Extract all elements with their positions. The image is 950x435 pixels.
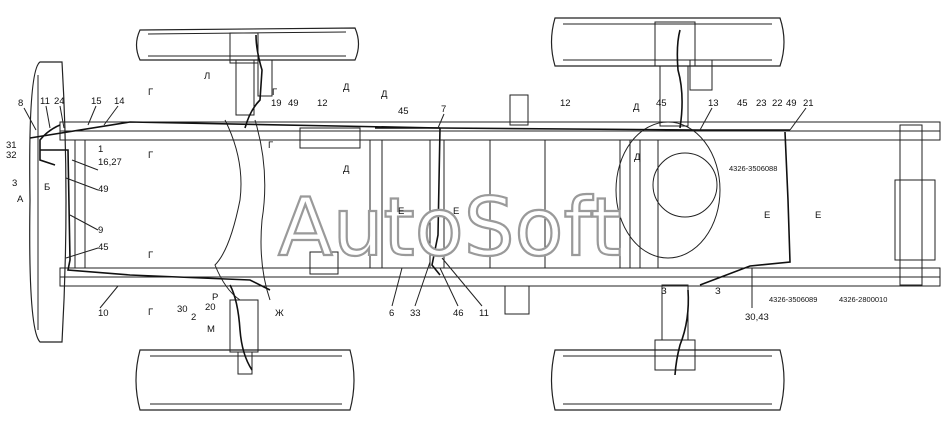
watermark-text: AutoSoft [278,181,622,274]
callout-G-4: Г [148,307,153,318]
rear-tire-top [550,17,785,67]
callout-15: 15 [91,96,102,107]
callout-9: 9 [98,225,103,236]
callout-31: 31 [6,140,17,151]
callout-23: 23 [756,98,767,109]
front-tire-bottom [135,349,355,411]
callout-Z-1: З [661,286,667,297]
callout-D-1: Д [343,82,350,93]
callout-Z-2: З [715,286,721,297]
callout-1: 1 [98,144,103,155]
callout-30-43: 30,43 [745,312,769,323]
callout-D-2: Д [381,89,388,100]
callout-labels: 8 11 24 15 14 31 32 1 16,27 3 Б А 49 9 4… [6,71,887,335]
callout-16-27: 16,27 [98,157,122,168]
callout-49-right: 49 [786,98,797,109]
callout-D-4: Д [633,102,640,113]
callout-45-rear: 45 [656,98,667,109]
callout-49-left: 49 [98,184,109,195]
part-number-3506089: 4326-3506089 [769,295,817,304]
callout-49-mid: 49 [288,98,299,109]
callout-33: 33 [410,308,421,319]
callout-45-right: 45 [737,98,748,109]
callout-2: 2 [191,312,196,323]
callout-22: 22 [772,98,783,109]
callout-3: 3 [12,178,17,189]
callout-11-bottom: 11 [479,308,489,319]
callout-14: 14 [114,96,125,107]
rear-axle-hubs [654,21,713,371]
leader-lines [23,105,807,309]
callout-E-2: Е [453,206,459,217]
callout-12-right: 12 [560,98,571,109]
callout-12-left: 12 [317,98,328,109]
callout-24: 24 [54,96,65,107]
callout-Zh: Ж [275,308,284,319]
callout-D-5: Д [634,152,641,163]
callout-E-4: Е [815,210,821,221]
rear-axle-housing [615,121,721,269]
callout-46: 46 [453,308,464,319]
callout-20: 20 [205,302,216,313]
callout-L: Л [204,71,210,82]
callout-B: Б [44,182,50,193]
callout-G-5: Г [272,87,277,98]
callout-19: 19 [271,98,282,109]
callout-G-2: Г [148,150,153,161]
callout-D-3: Д [343,164,350,175]
wiring-harness [29,29,791,376]
callout-21: 21 [803,98,814,109]
spare-wheel [29,61,67,343]
callout-R: Р [212,292,218,303]
callout-G-3: Г [148,250,153,261]
callout-E-3: Е [764,210,770,221]
callout-G-6: Г [268,140,273,151]
rear-tire-bottom [550,349,785,411]
callout-6: 6 [389,308,394,319]
callout-G-1: Г [148,87,153,98]
callout-11: 11 [40,96,50,107]
callout-8: 8 [18,98,23,109]
callout-13-top: 13 [708,98,719,109]
callout-45-left: 45 [98,242,109,253]
callout-M: М [207,324,215,335]
callout-32: 32 [6,150,17,161]
callout-E-1: Е [398,206,404,217]
callout-30-front: 30 [177,304,188,315]
callout-10: 10 [98,308,109,319]
callout-A: А [17,194,24,205]
callout-45-mid: 45 [398,106,409,117]
part-number-2800010: 4326-2800010 [839,295,887,304]
part-number-3506088: 4326-3506088 [729,164,777,173]
callout-7: 7 [441,104,446,115]
front-axle-hubs [214,32,273,375]
chassis-frame [59,94,941,315]
